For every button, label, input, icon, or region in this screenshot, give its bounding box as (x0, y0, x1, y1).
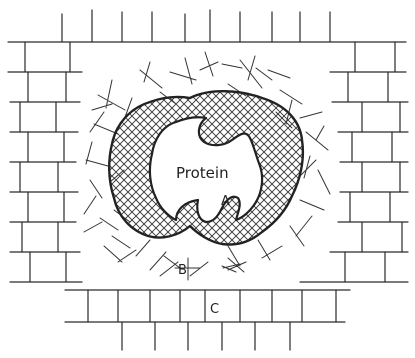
label-c: C (210, 302, 219, 317)
label-a: A (221, 194, 230, 209)
protein-label: Protein (176, 164, 229, 182)
label-b: B (178, 263, 187, 278)
